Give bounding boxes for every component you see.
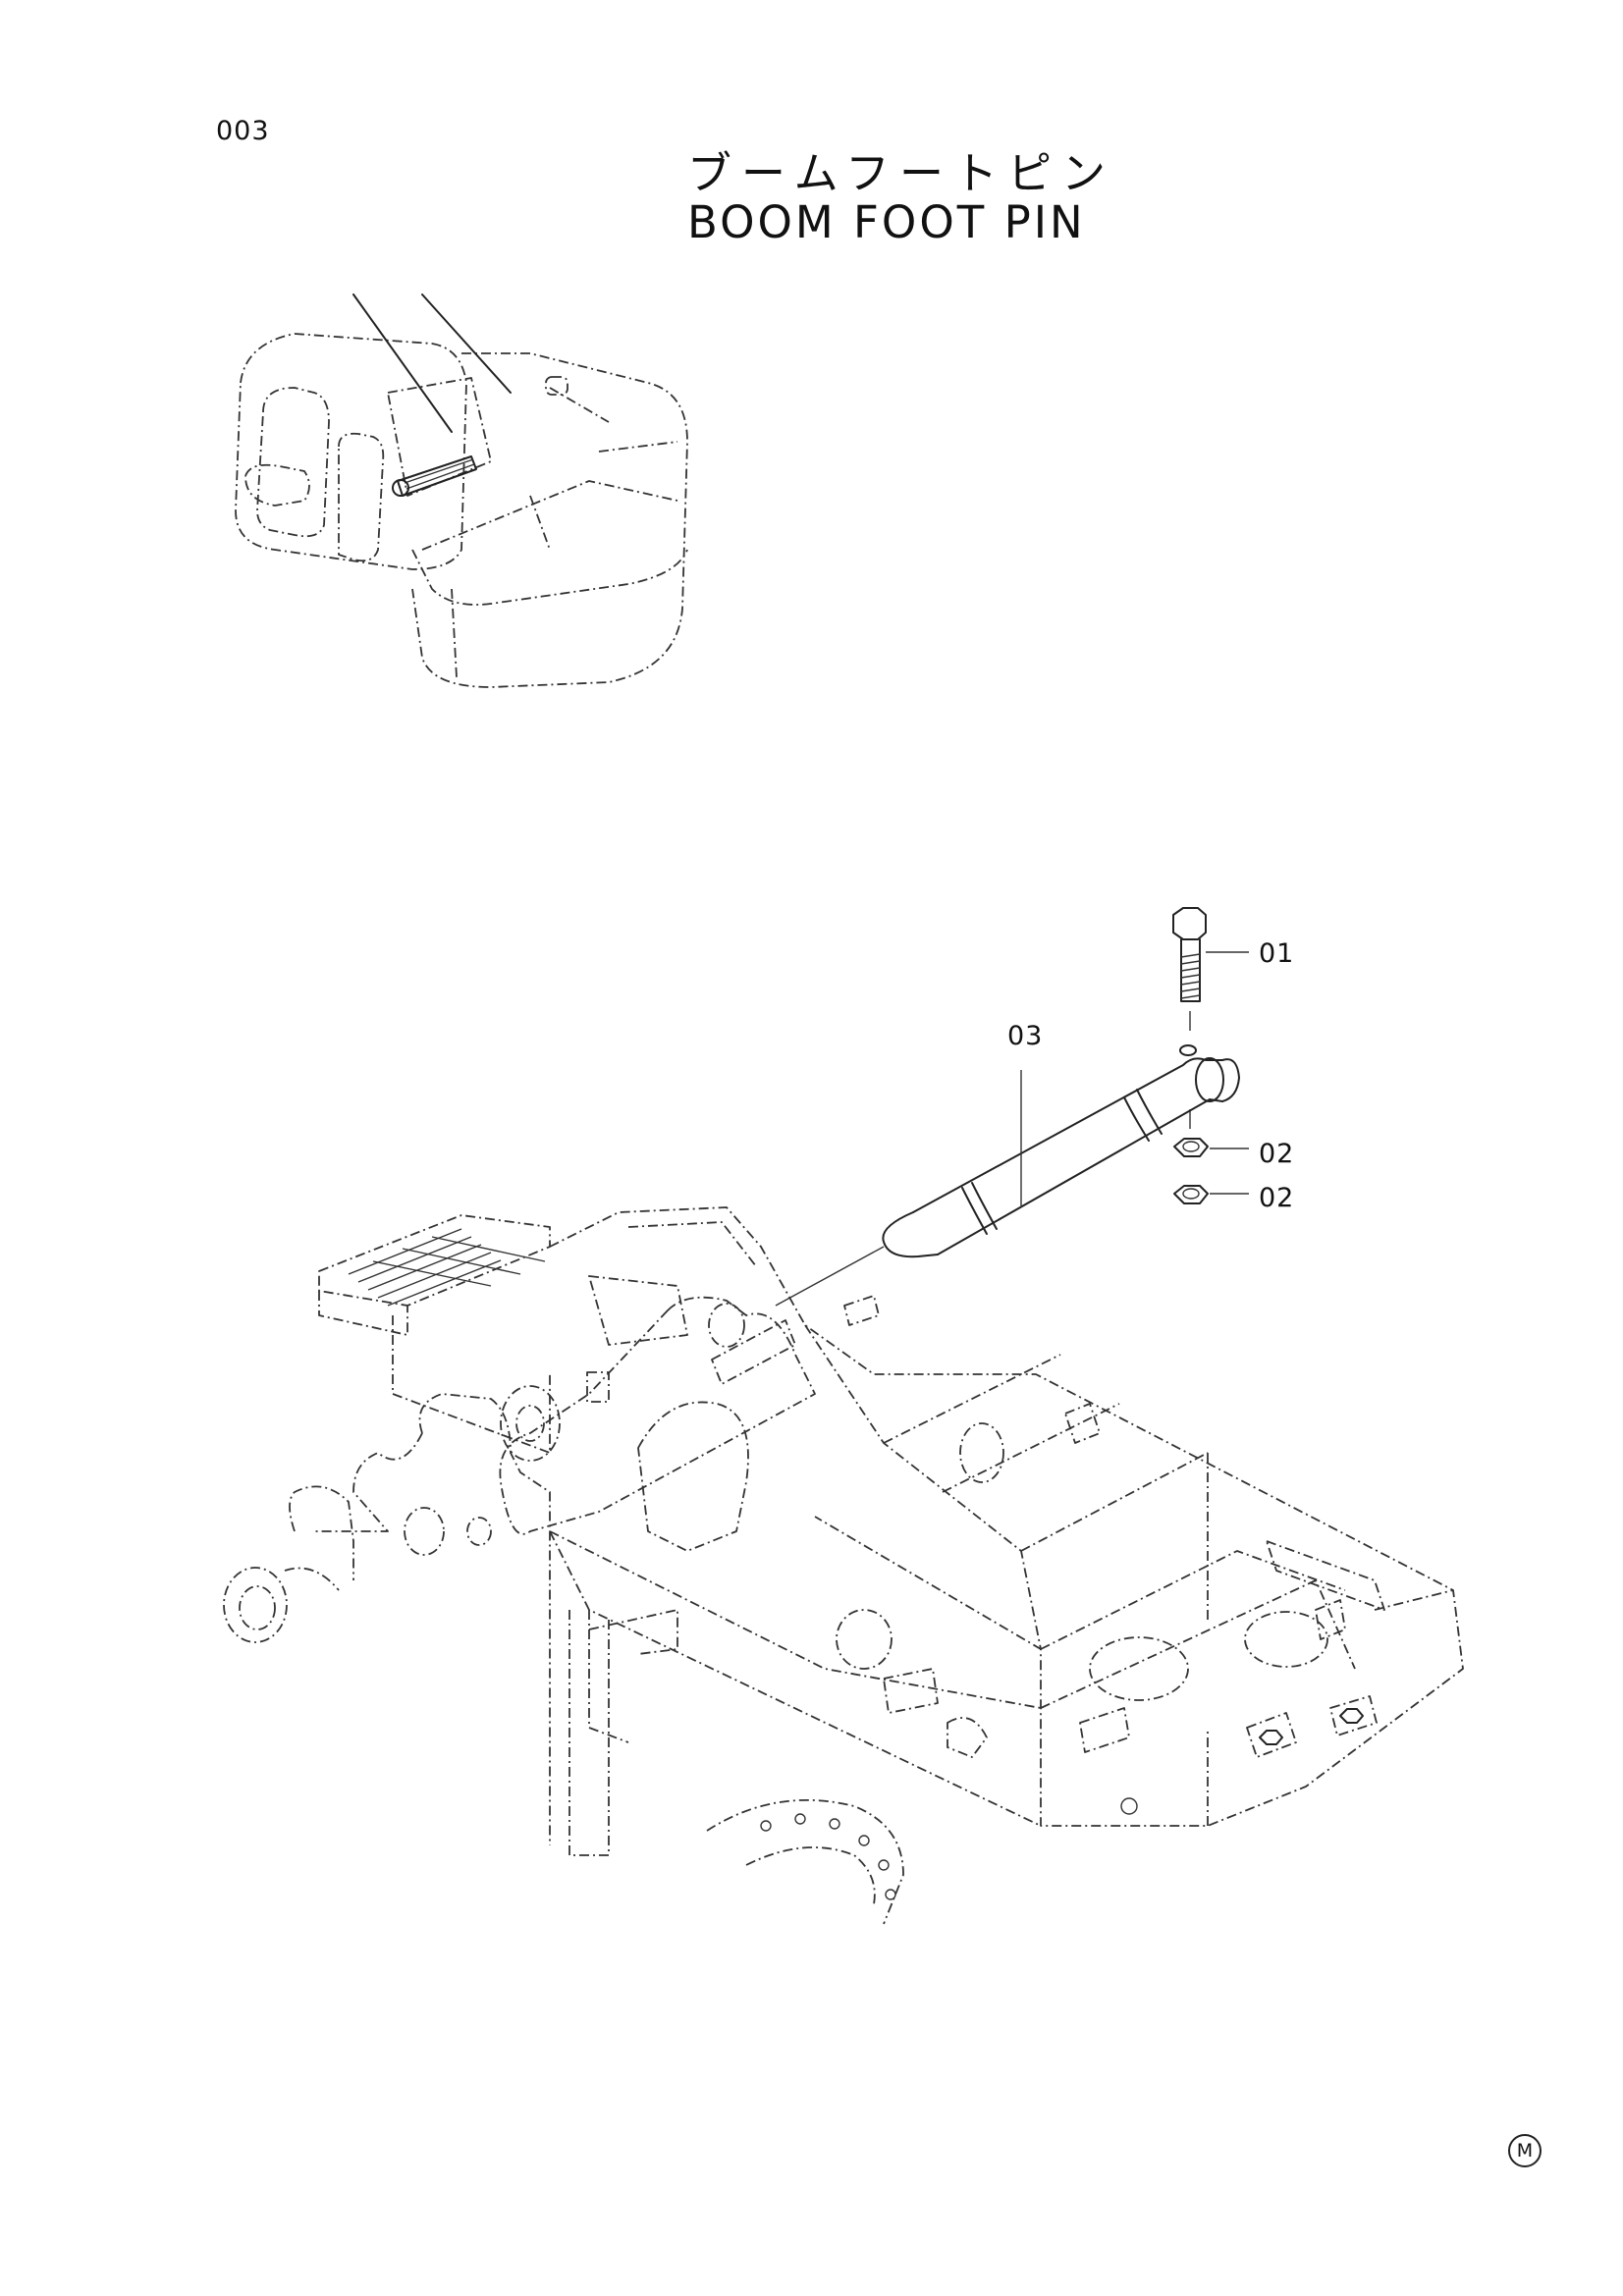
nut-part-upper bbox=[1173, 1138, 1249, 1157]
title-english: BOOM FOOT PIN bbox=[687, 196, 1086, 248]
title-japanese: ブームフートピン bbox=[687, 147, 1115, 199]
page-number: 003 bbox=[216, 116, 270, 146]
cab-outline bbox=[235, 294, 688, 688]
callout-03: 03 bbox=[1007, 1021, 1044, 1051]
corner-mark: M bbox=[1508, 2134, 1542, 2167]
bolt-part bbox=[1172, 907, 1249, 1002]
callout-02-lower: 02 bbox=[1259, 1183, 1295, 1213]
nut-part-lower bbox=[1173, 1185, 1249, 1204]
callout-01: 01 bbox=[1259, 938, 1295, 969]
callout-02-upper: 02 bbox=[1259, 1139, 1295, 1169]
upper-frame bbox=[223, 1206, 1464, 1925]
boom-foot-pin-part bbox=[775, 1044, 1240, 1307]
